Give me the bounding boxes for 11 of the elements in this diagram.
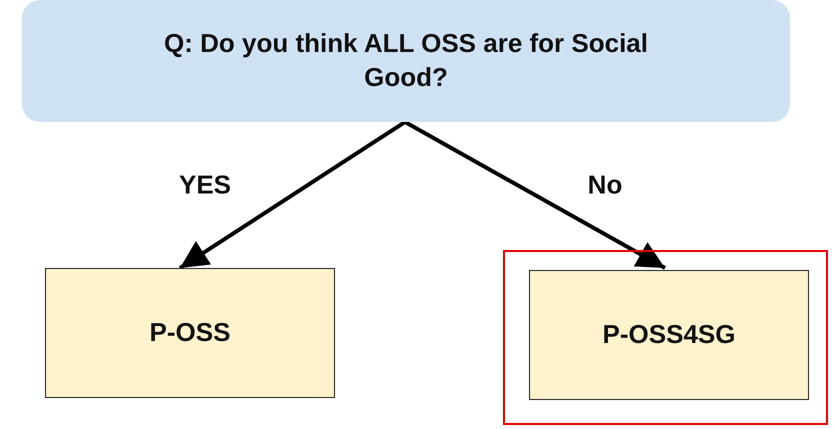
edge-label: YES: [178, 170, 232, 200]
highlight-frame: [503, 250, 828, 425]
answer-box: [45, 268, 335, 398]
arrow: [404, 120, 666, 270]
question-box: [22, 0, 790, 122]
question-text: Q: Do you think ALL OSS are for Social Good?: [163, 27, 649, 94]
arrow: [178, 120, 406, 270]
answer-text: P-OSS4SG: [602, 318, 736, 352]
answer-box: [529, 270, 809, 400]
answer-text: P-OSS: [150, 316, 230, 350]
edge-label: No: [588, 170, 622, 200]
